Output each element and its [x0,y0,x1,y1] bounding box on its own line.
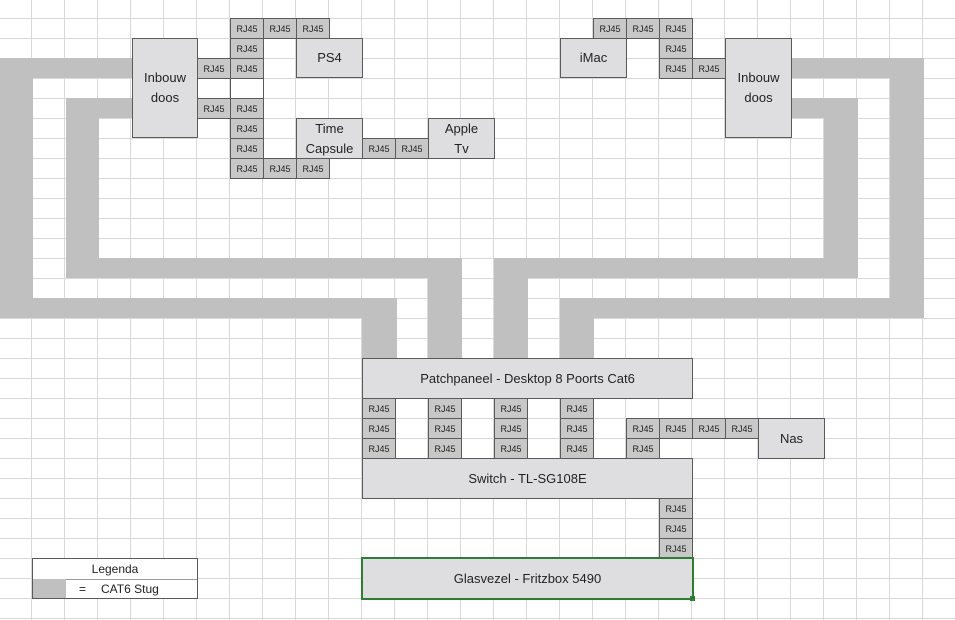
inbouw-doos-right[interactable]: Inbouw doos [725,38,792,138]
apple-tv-line2: Tv [454,140,469,156]
cable-segment [890,58,924,318]
rj45-port: RJ45 [494,398,528,419]
rj45-port: RJ45 [560,398,594,419]
rj45-port: RJ45 [593,18,627,39]
cable-segment [428,258,462,358]
rj45-port: RJ45 [494,418,528,439]
inbouw-doos-left[interactable]: Inbouw doos [132,38,198,138]
cable-segment [362,298,397,358]
apple-tv-line1: Apple [444,120,479,136]
rj45-port: RJ45 [263,158,297,179]
time-capsule-line1: Time [315,120,344,136]
inbouw-doos-right-line2: doos [744,90,773,105]
rj45-port: RJ45 [362,398,396,419]
rj45-port: RJ45 [626,438,660,459]
rj45-port: RJ45 [395,138,429,159]
rj45-port: RJ45 [692,58,726,79]
inbouw-doos-right-line1: Inbouw [737,70,780,85]
rj45-port: RJ45 [263,18,297,39]
patchpanel-label: Patchpaneel - Desktop 8 Poorts Cat6 [420,370,635,386]
rj45-port: RJ45 [230,18,264,39]
rj45-port: RJ45 [428,438,462,459]
inbouw-doos-left-line1: Inbouw [144,70,186,85]
rj45-port: RJ45 [560,438,594,459]
rj45-port: RJ45 [560,418,594,439]
rj45-port: RJ45 [197,98,231,119]
rj45-port: RJ45 [230,158,264,179]
cable-segment [0,58,33,318]
rj45-port: RJ45 [626,418,660,439]
empty-cell [230,78,264,99]
legend-equals: = [78,581,86,596]
rj45-port: RJ45 [659,518,693,539]
rj45-port: RJ45 [428,398,462,419]
inbouw-doos-left-line2: doos [150,90,180,105]
cable-segment [66,258,462,278]
rj45-port: RJ45 [230,138,264,159]
ps4-label: PS4 [317,50,342,65]
rj45-port: RJ45 [659,498,693,519]
rj45-port: RJ45 [725,418,759,439]
rj45-port: RJ45 [659,58,693,79]
rj45-port: RJ45 [626,18,660,39]
rj45-port: RJ45 [197,58,231,79]
rj45-port: RJ45 [362,138,396,159]
legend-item-label: CAT6 Stug [101,581,159,596]
rj45-port: RJ45 [230,58,264,79]
rj45-port: RJ45 [428,418,462,439]
switch-device[interactable]: Switch - TL-SG108E [362,458,693,499]
cable-segment [824,98,858,278]
rj45-port: RJ45 [659,18,693,39]
cable-segment [494,258,528,358]
rj45-port: RJ45 [296,158,330,179]
rj45-port: RJ45 [494,438,528,459]
nas-label: Nas [779,430,804,446]
time-capsule-line2: Capsule [305,140,354,156]
cable-segment [66,98,99,278]
rj45-port: RJ45 [230,38,264,59]
legend-title: Legenda [33,559,197,580]
rj45-port: RJ45 [659,38,693,59]
rj45-port: RJ45 [362,438,396,459]
rj45-port: RJ45 [692,418,726,439]
time-capsule-device[interactable]: Time Capsule [296,118,363,159]
patchpanel[interactable]: Patchpaneel - Desktop 8 Poorts Cat6 [362,358,693,399]
cable-segment [560,298,594,358]
rj45-port: RJ45 [659,538,693,559]
rj45-port: RJ45 [362,418,396,439]
cable-segment [560,298,924,318]
imac-device[interactable]: iMac [560,38,627,78]
imac-label: iMac [579,50,608,65]
fritzbox-device[interactable]: Glasvezel - Fritzbox 5490 [361,557,694,600]
rj45-port: RJ45 [230,118,264,139]
rj45-port: RJ45 [296,18,330,39]
rj45-port: RJ45 [230,98,264,119]
cable-segment [0,298,397,318]
ps4-device[interactable]: PS4 [296,38,363,78]
switch-label: Switch - TL-SG108E [468,470,587,486]
selection-fill-handle[interactable] [690,596,695,601]
legend: Legenda = CAT6 Stug [32,558,198,599]
apple-tv-device[interactable]: Apple Tv [428,118,495,159]
cable-segment [494,258,858,278]
legend-cable-swatch [33,579,66,598]
cable-segment [0,58,132,78]
fritzbox-label: Glasvezel - Fritzbox 5490 [453,570,602,586]
nas-device[interactable]: Nas [758,418,825,459]
rj45-port: RJ45 [659,418,693,439]
